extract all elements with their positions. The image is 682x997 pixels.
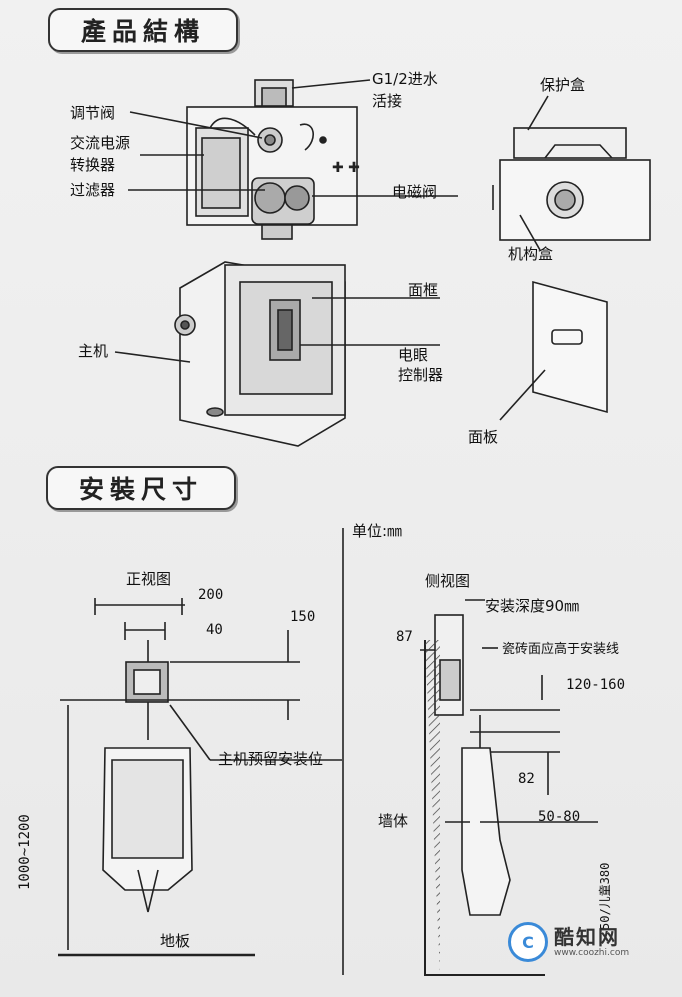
label-side-view: 侧视图 <box>425 572 471 590</box>
label-depth: 安装深度90㎜ <box>485 597 580 615</box>
label-unit: 单位:㎜ <box>352 522 403 540</box>
label-dim-150: 150 <box>290 609 316 625</box>
svg-text:✚ ✚: ✚ ✚ <box>332 160 360 176</box>
face-plate-drawing <box>532 280 608 414</box>
label-ac-converter-1: 交流电源 <box>70 134 131 152</box>
label-floor: 地板 <box>160 932 191 950</box>
watermark-url: www.coozhi.com <box>554 948 630 958</box>
watermark[interactable]: C 酷知网 www.coozhi.com <box>508 922 658 962</box>
label-tile-note: 瓷砖面应高于安装线 <box>502 642 620 657</box>
side-view-drawing <box>420 599 598 976</box>
label-front-view: 正视图 <box>126 570 172 588</box>
label-dim-87: 87 <box>396 629 413 645</box>
label-eye-ctrl-2: 控制器 <box>398 366 444 384</box>
valve-assembly-drawing: ✚ ✚ <box>186 79 360 240</box>
label-filter: 过滤器 <box>70 181 116 199</box>
label-rotated-note: 50/儿童380 <box>598 862 612 930</box>
label-dim-200: 200 <box>198 587 224 603</box>
label-wall: 墙体 <box>378 812 409 830</box>
label-ac-converter-2: 转换器 <box>70 156 116 174</box>
label-dim-50-80: 50-80 <box>538 809 581 825</box>
label-inlet-union: 活接 <box>372 92 403 110</box>
label-protect-box: 保护盒 <box>540 76 586 94</box>
install-title: 安裝尺寸 <box>46 466 236 510</box>
label-face-frame: 面框 <box>408 281 439 299</box>
label-dim-120-160: 120-160 <box>566 677 626 693</box>
label-main-unit: 主机 <box>78 342 109 360</box>
label-eye-ctrl-1: 电眼 <box>398 346 429 364</box>
label-host-position: 主机预留安装位 <box>218 750 324 768</box>
watermark-name: 酷知网 <box>554 925 620 949</box>
label-height-range: 1000~1200 <box>17 814 33 890</box>
label-dim-40: 40 <box>206 622 223 638</box>
label-mech-box: 机构盒 <box>508 245 554 263</box>
main-unit-drawing <box>174 261 346 447</box>
coozhi-logo-icon: C <box>508 922 548 962</box>
label-face-plate: 面板 <box>468 428 499 446</box>
label-dim-82: 82 <box>518 771 535 787</box>
front-view-drawing <box>58 598 342 957</box>
label-inlet: G1/2进水 <box>372 70 438 88</box>
structure-title: 產品結構 <box>48 8 238 52</box>
label-adjust-valve: 调节阀 <box>70 104 116 122</box>
label-solenoid: 电磁阀 <box>392 183 438 201</box>
boxes-drawing <box>492 127 651 241</box>
